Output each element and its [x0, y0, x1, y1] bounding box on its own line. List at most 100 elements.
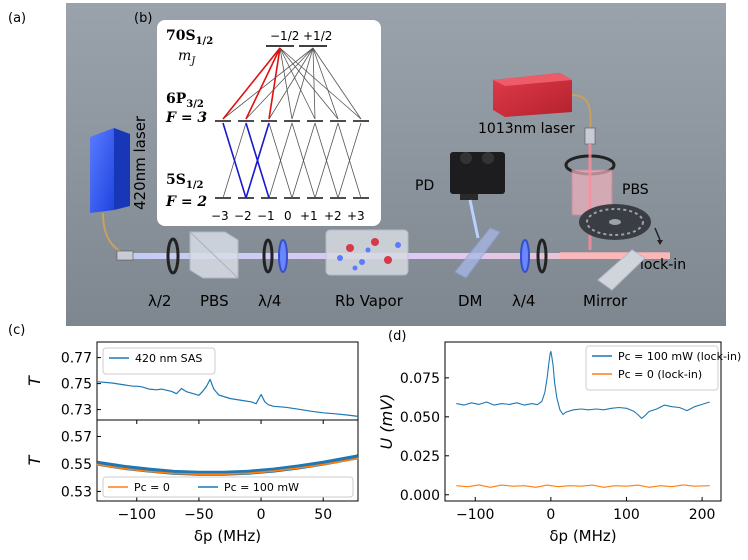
label-pbs: PBS — [200, 292, 229, 310]
panel-b: (b) 70S1/2 mJ −1/2 +1/2 6P3/2 F = 3 5S1/… — [134, 11, 381, 226]
x-axis-label: δp (MHz) — [194, 527, 261, 545]
pd-label: PD — [415, 178, 434, 194]
s-state-label: 5S1/2 — [166, 172, 203, 191]
y-axis-label: U (mV) — [377, 394, 396, 450]
series-line — [96, 457, 359, 476]
transition-line — [279, 47, 362, 120]
x-tick-label: −100 — [456, 507, 494, 523]
quarterwave-plate-1b — [278, 239, 288, 273]
coupling-transition — [268, 47, 281, 120]
pbs-right-label: PBS — [622, 182, 649, 198]
panel-label-d: (d) — [388, 329, 406, 344]
quarterwave-plate-2 — [520, 239, 530, 273]
legend-label: Pc = 0 (lock-in) — [618, 368, 702, 381]
x-axis-label: δp (MHz) — [549, 527, 616, 545]
legend-box — [585, 345, 719, 391]
series-line — [456, 484, 710, 488]
transition-line — [245, 47, 314, 120]
y-axis-label: T — [25, 375, 44, 386]
x-tick-label: −50 — [184, 507, 214, 523]
p-state-label: 6P3/2 — [166, 91, 204, 110]
legend-label: Pc = 100 mW (lock-in) — [618, 350, 741, 363]
y-tick-label: 0.000 — [400, 488, 440, 504]
probe-transition — [222, 122, 247, 199]
mf-label: 0 — [284, 209, 292, 223]
legend-label: Pc = 100 mW — [224, 481, 299, 494]
s-f-label: F = 2 — [165, 194, 207, 210]
quarterwave-plate-2b — [536, 238, 548, 274]
y-tick-label: 0.77 — [61, 351, 92, 367]
mf-label: −2 — [234, 209, 252, 223]
chart-d: 0.000 0.025 0.050 0.075 −100 0 100 200 U (mV) δp … — [377, 341, 741, 545]
label-rb-vapor: Rb Vapor — [335, 292, 404, 310]
transition-line — [279, 47, 293, 120]
transition-line — [312, 47, 362, 120]
y-tick-label: 0.55 — [61, 457, 92, 473]
legend-box — [102, 347, 216, 375]
p-f-label: F = 3 — [165, 110, 207, 126]
x-tick-label: 200 — [689, 507, 716, 523]
halfwave-plate — [166, 237, 180, 275]
y-tick-label: 0.57 — [61, 429, 92, 445]
panel-label-b: (b) — [134, 11, 152, 26]
legend-box — [102, 476, 354, 498]
mj-plus-half: +1/2 — [303, 29, 332, 43]
plot-frame — [96, 419, 359, 502]
transition-line — [222, 47, 314, 120]
mf-label: −1 — [257, 209, 275, 223]
transition-line — [291, 47, 314, 120]
transition-line — [279, 47, 316, 120]
label-mirror: Mirror — [583, 292, 628, 310]
coupling-transition — [222, 47, 281, 120]
panel-a: (a) 420nm laser — [8, 3, 726, 326]
x-tick-label: 0 — [257, 507, 266, 523]
optical-chopper: lock-in — [579, 204, 686, 273]
x-tick-label: 100 — [613, 507, 640, 523]
transition-line — [314, 122, 339, 199]
y-tick-label: 0.025 — [400, 449, 440, 465]
transition-line — [291, 122, 316, 199]
x-tick-label: −100 — [118, 507, 156, 523]
mf-label: +2 — [324, 209, 342, 223]
y-tick-label: 0.75 — [61, 377, 92, 393]
label-dm: DM — [458, 292, 483, 310]
rydberg-state-label: 70S1/2 — [166, 28, 213, 47]
y-tick-label: 0.73 — [61, 403, 92, 419]
panel-label-c: (c) — [8, 323, 25, 338]
mf-label: +3 — [347, 209, 365, 223]
coupling-transition — [245, 47, 281, 120]
transition-line — [268, 47, 314, 120]
laser-420nm: 420nm laser — [90, 115, 149, 261]
quarterwave-plate-1 — [262, 238, 274, 274]
label-quarterwave-1: λ/4 — [258, 292, 281, 310]
mj-label: mJ — [178, 48, 196, 67]
transition-line — [268, 122, 293, 199]
x-tick-label: 50 — [314, 507, 332, 523]
y-tick-label: 0.050 — [400, 410, 440, 426]
mf-label: +1 — [300, 209, 318, 223]
y-axis-label: T — [25, 454, 44, 465]
rb-vapor-cell — [325, 229, 409, 276]
lockin-label: lock-in — [640, 257, 686, 273]
chart-c-top: 0.73 0.75 0.77T 420 nm SAS — [25, 341, 359, 421]
y-tick-label: 0.075 — [400, 371, 440, 387]
level-lines — [215, 45, 369, 199]
mf-labels: −3 −2 −1 0 +1 +2 +3 — [211, 209, 365, 223]
series-line — [96, 454, 359, 476]
laser-1013nm: 1013nm laser — [478, 73, 596, 145]
laser-1013-label: 1013nm laser — [478, 121, 575, 137]
series-line — [456, 350, 710, 419]
photodetector: PD — [415, 152, 505, 239]
label-quarterwave-2: λ/4 — [512, 292, 535, 310]
dichroic-mirror — [454, 227, 501, 279]
transition-line — [337, 122, 362, 199]
legend-label: 420 nm SAS — [135, 352, 202, 365]
y-tick-label: 0.53 — [61, 484, 92, 500]
panel-label-a: (a) — [8, 11, 26, 26]
x-tick-label: 0 — [546, 507, 555, 523]
mf-label: −3 — [211, 209, 229, 223]
pbs-cube — [189, 231, 239, 279]
probe-transition — [245, 122, 270, 199]
